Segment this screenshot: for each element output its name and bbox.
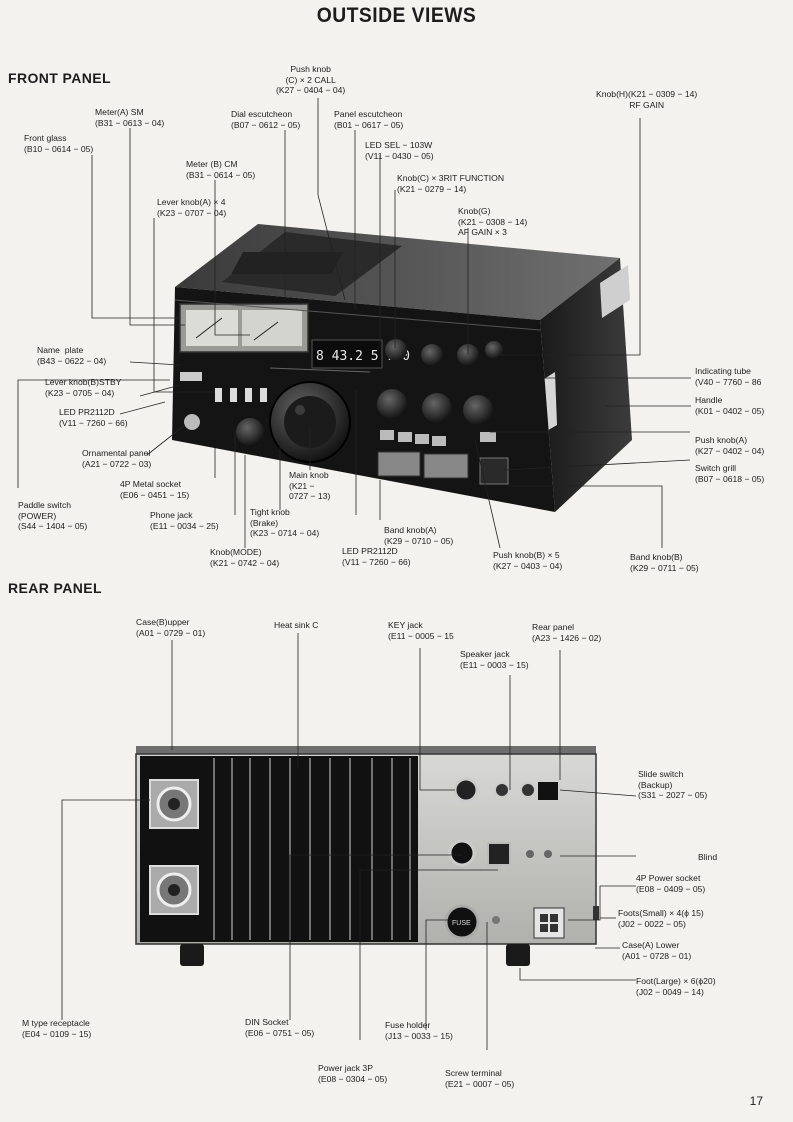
label-screw-terminal: Screw terminal (E21 − 0007 − 05) bbox=[445, 1068, 514, 1089]
label-meter-b: Meter (B) CM (B31 − 0614 − 05) bbox=[186, 159, 255, 180]
label-push-knob-c: Push knob (C) × 2 CALL (K27 − 0404 − 04) bbox=[276, 64, 345, 96]
fuse-text: FUSE bbox=[452, 920, 471, 927]
label-panel-escutcheon: Panel escutcheon (B01 − 0617 − 05) bbox=[334, 109, 403, 130]
label-dial-escutcheon: Dial escutcheon (B07 − 0612 − 05) bbox=[231, 109, 300, 130]
label-lever-knob-b: Lever knob(B)STBY (K23 − 0705 − 04) bbox=[45, 377, 121, 398]
label-knob-h: Knob(H)(K21 − 0309 − 14) RF GAIN bbox=[596, 89, 697, 110]
label-band-knob-b: Band knob(B) (K29 − 0711 − 05) bbox=[630, 552, 699, 573]
label-push-knob-b: Push knob(B) × 5 (K27 − 0403 − 04) bbox=[493, 550, 562, 571]
label-band-knob-a: Band knob(A) (K29 − 0710 − 05) bbox=[384, 525, 453, 546]
label-main-knob: Main knob (K21 − 0727 − 13) bbox=[289, 470, 330, 502]
label-heat-sink: Heat sink C bbox=[274, 620, 318, 631]
label-m-type-receptacle: M type receptacle (E04 − 0109 − 15) bbox=[22, 1018, 91, 1039]
label-key-jack: KEY jack (E11 − 0005 − 15 bbox=[388, 620, 454, 641]
label-name-plate: Name plate (B43 − 0622 − 04) bbox=[37, 345, 106, 366]
label-push-knob-a: Push knob(A) (K27 − 0402 − 04) bbox=[695, 435, 764, 456]
label-led-sel: LED SEL − 103W (V11 − 0430 − 05) bbox=[365, 140, 434, 161]
label-paddle-switch: Paddle switch (POWER) (S44 − 1404 − 05) bbox=[18, 500, 87, 532]
label-ornamental-panel: Ornamental panel (A21 − 0722 − 03) bbox=[82, 448, 151, 469]
label-handle: Handle (K01 − 0402 − 05) bbox=[695, 395, 764, 416]
label-led-pr-bottom: LED PR2112D (V11 − 7260 − 66) bbox=[342, 546, 411, 567]
rear-panel-photo: FUSE bbox=[136, 746, 599, 966]
label-knob-c: Knob(C) × 3RIT FUNCTION (K21 − 0279 − 14… bbox=[397, 173, 504, 194]
label-case-a-lower: Case(A) Lower (A01 − 0728 − 01) bbox=[622, 940, 691, 961]
label-meter-a: Meter(A) SM (B31 − 0613 − 04) bbox=[95, 107, 164, 128]
label-fuse-holder: Fuse holder (J13 − 0033 − 15) bbox=[385, 1020, 453, 1041]
label-slide-switch: Slide switch (Backup) (S31 − 2027 − 05) bbox=[638, 769, 707, 801]
label-case-b-upper: Case(B)upper (A01 − 0729 − 01) bbox=[136, 617, 205, 638]
label-indicating-tube: Indicating tube (V40 − 7760 − 86 bbox=[695, 366, 761, 387]
label-4p-metal-socket: 4P Metal socket (E06 − 0451 − 15) bbox=[120, 479, 189, 500]
label-lever-knob-a: Lever knob(A) × 4 (K23 − 0707 − 04) bbox=[157, 197, 226, 218]
front-panel-photo: 8 43.2 5 7 0 bbox=[172, 224, 632, 512]
label-din-socket: DIN Socket (E06 − 0751 − 05) bbox=[245, 1017, 314, 1038]
page-number: 17 bbox=[750, 1094, 763, 1108]
label-switch-grill: Switch grill (B07 − 0618 − 05) bbox=[695, 463, 764, 484]
label-foot-large: Foot(Large) × 6(ϕ20) (J02 − 0049 − 14) bbox=[636, 976, 716, 997]
label-4p-power-socket: 4P Power socket (E08 − 0409 − 05) bbox=[636, 873, 705, 894]
label-tight-knob: Tight knob (Brake) (K23 − 0714 − 04) bbox=[250, 507, 319, 539]
label-knob-g: Knob(G) (K21 − 0308 − 14) AF GAIN × 3 bbox=[458, 206, 527, 238]
label-phone-jack: Phone jack (E11 − 0034 − 25) bbox=[150, 510, 219, 531]
label-rear-panel: Rear panel (A23 − 1426 − 02) bbox=[532, 622, 601, 643]
label-blind: Blind bbox=[698, 852, 717, 863]
label-speaker-jack: Speaker jack (E11 − 0003 − 15) bbox=[460, 649, 529, 670]
label-foots-small: Foots(Small) × 4(ϕ 15) (J02 − 0022 − 05) bbox=[618, 908, 704, 929]
label-front-glass: Front glass (B10 − 0614 − 05) bbox=[24, 133, 93, 154]
label-led-pr-left: LED PR2112D (V11 − 7260 − 66) bbox=[59, 407, 128, 428]
label-power-jack-3p: Power jack 3P (E08 − 0304 − 05) bbox=[318, 1063, 387, 1084]
label-knob-mode: Knob(MODE) (K21 − 0742 − 04) bbox=[210, 547, 279, 568]
